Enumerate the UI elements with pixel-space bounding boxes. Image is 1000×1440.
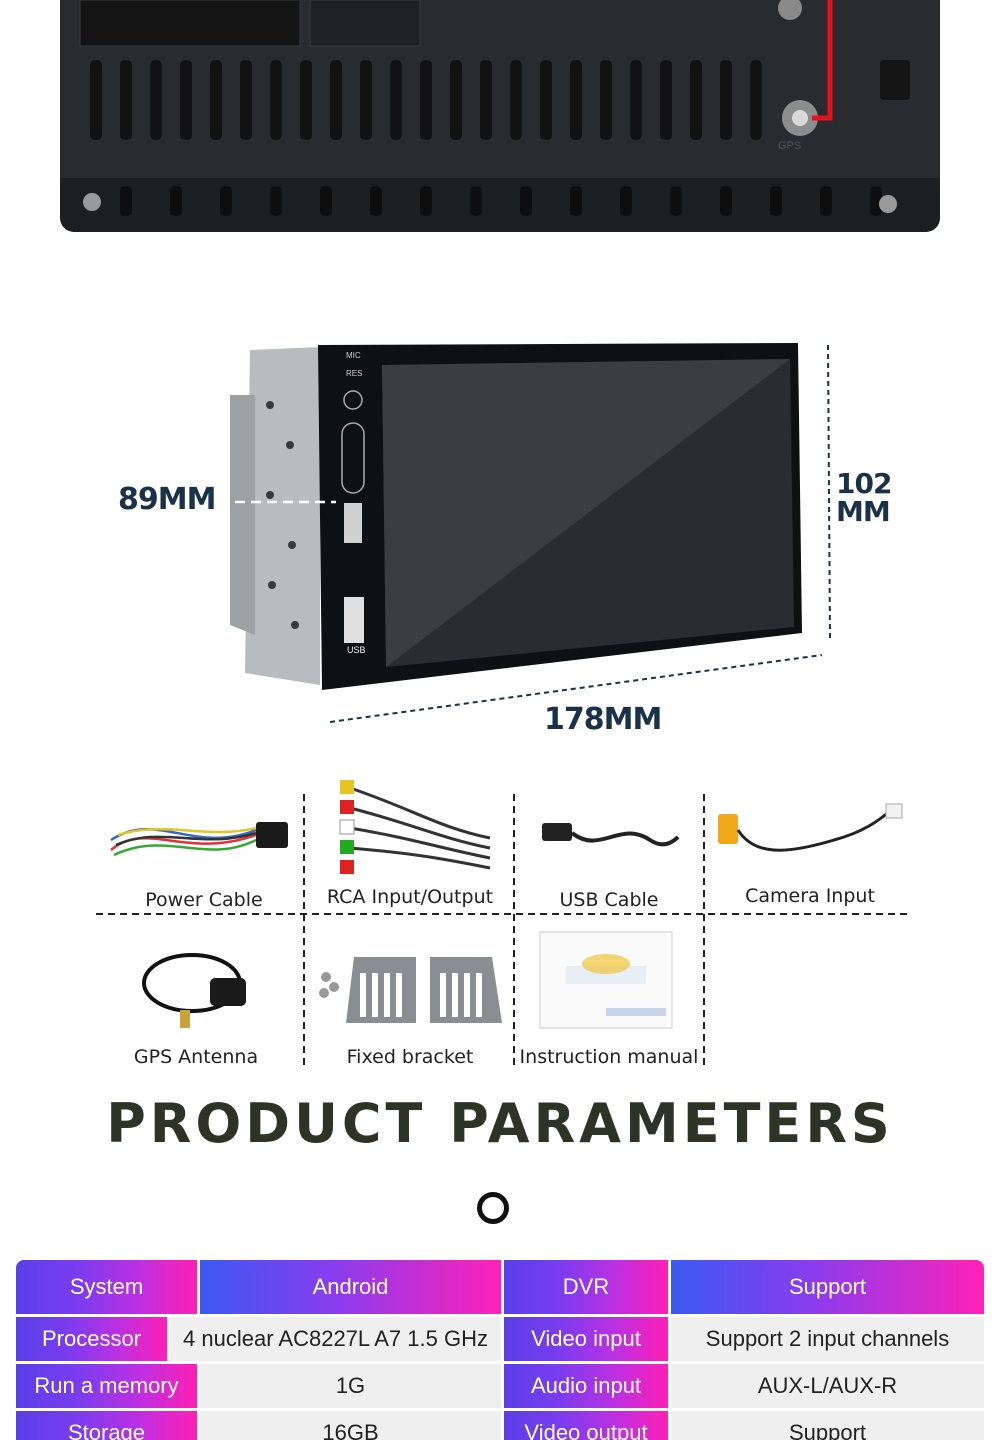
gps-port-label: GPS bbox=[778, 140, 802, 152]
mic-label: MIC bbox=[346, 351, 361, 360]
table-header-cell: DVR bbox=[504, 1260, 668, 1314]
accessory-label-usb-cable: USB Cable bbox=[559, 889, 659, 911]
accessory-label-instruction-manual: Instruction manual bbox=[519, 1046, 699, 1068]
head-unit-image bbox=[230, 343, 831, 723]
accessory-label-fixed-bracket: Fixed bracket bbox=[346, 1046, 474, 1068]
section-headline: PRODUCT PARAMETERS bbox=[106, 1092, 894, 1155]
table-row-label: Audio input bbox=[504, 1364, 668, 1408]
table-row-label: Video output bbox=[504, 1411, 668, 1440]
back-panel-image bbox=[60, 0, 940, 232]
table-header-cell: System bbox=[16, 1260, 197, 1314]
height-dimension-label: 102 MM bbox=[836, 467, 892, 528]
table-row-label: Storage bbox=[16, 1411, 197, 1440]
table-row-value: 16GB bbox=[200, 1411, 501, 1440]
accessory-label-power-cable: Power Cable bbox=[145, 889, 263, 911]
usb-cable-icon bbox=[542, 823, 680, 847]
table-row-value: Support bbox=[671, 1411, 984, 1440]
table-header-cell: Support bbox=[671, 1260, 984, 1314]
table-row-value: 1G bbox=[200, 1364, 501, 1408]
gps-antenna-icon bbox=[142, 953, 246, 1028]
width-dimension-label: 178MM bbox=[544, 702, 662, 737]
usb-port-label: USB bbox=[347, 645, 366, 655]
camera-cable-icon bbox=[718, 803, 903, 852]
height-dimension-unit: MM bbox=[836, 495, 891, 528]
accessories-grid-lines bbox=[96, 794, 908, 1070]
table-row-value: Support 2 input channels bbox=[671, 1317, 984, 1361]
table-row-label: Processor bbox=[16, 1317, 167, 1361]
parameter-table: System Android DVR Support Processor 4 n… bbox=[16, 1260, 984, 1440]
bracket-icon bbox=[319, 957, 502, 1023]
table-row-label: Run a memory bbox=[16, 1364, 197, 1408]
table-row-value: 4 nuclear AC8227L A7 1.5 GHz bbox=[170, 1317, 501, 1361]
res-label: RES bbox=[346, 369, 363, 378]
depth-dimension-label: 89MM bbox=[118, 482, 216, 517]
table-row-label: Video input bbox=[504, 1317, 668, 1361]
power-cable-icon bbox=[110, 822, 288, 857]
table-header-cell: Android bbox=[200, 1260, 501, 1314]
accessory-label-camera-input: Camera Input bbox=[745, 885, 875, 907]
table-row-value: AUX-L/AUX-R bbox=[671, 1364, 984, 1408]
accessory-label-rca: RCA Input/Output bbox=[326, 886, 494, 908]
accessory-label-gps-antenna: GPS Antenna bbox=[133, 1046, 259, 1068]
manual-icon bbox=[539, 931, 673, 1029]
decorative-ring-icon bbox=[477, 1192, 509, 1224]
height-dimension-value: 102 bbox=[836, 467, 892, 500]
rca-cable-icon bbox=[339, 780, 491, 874]
